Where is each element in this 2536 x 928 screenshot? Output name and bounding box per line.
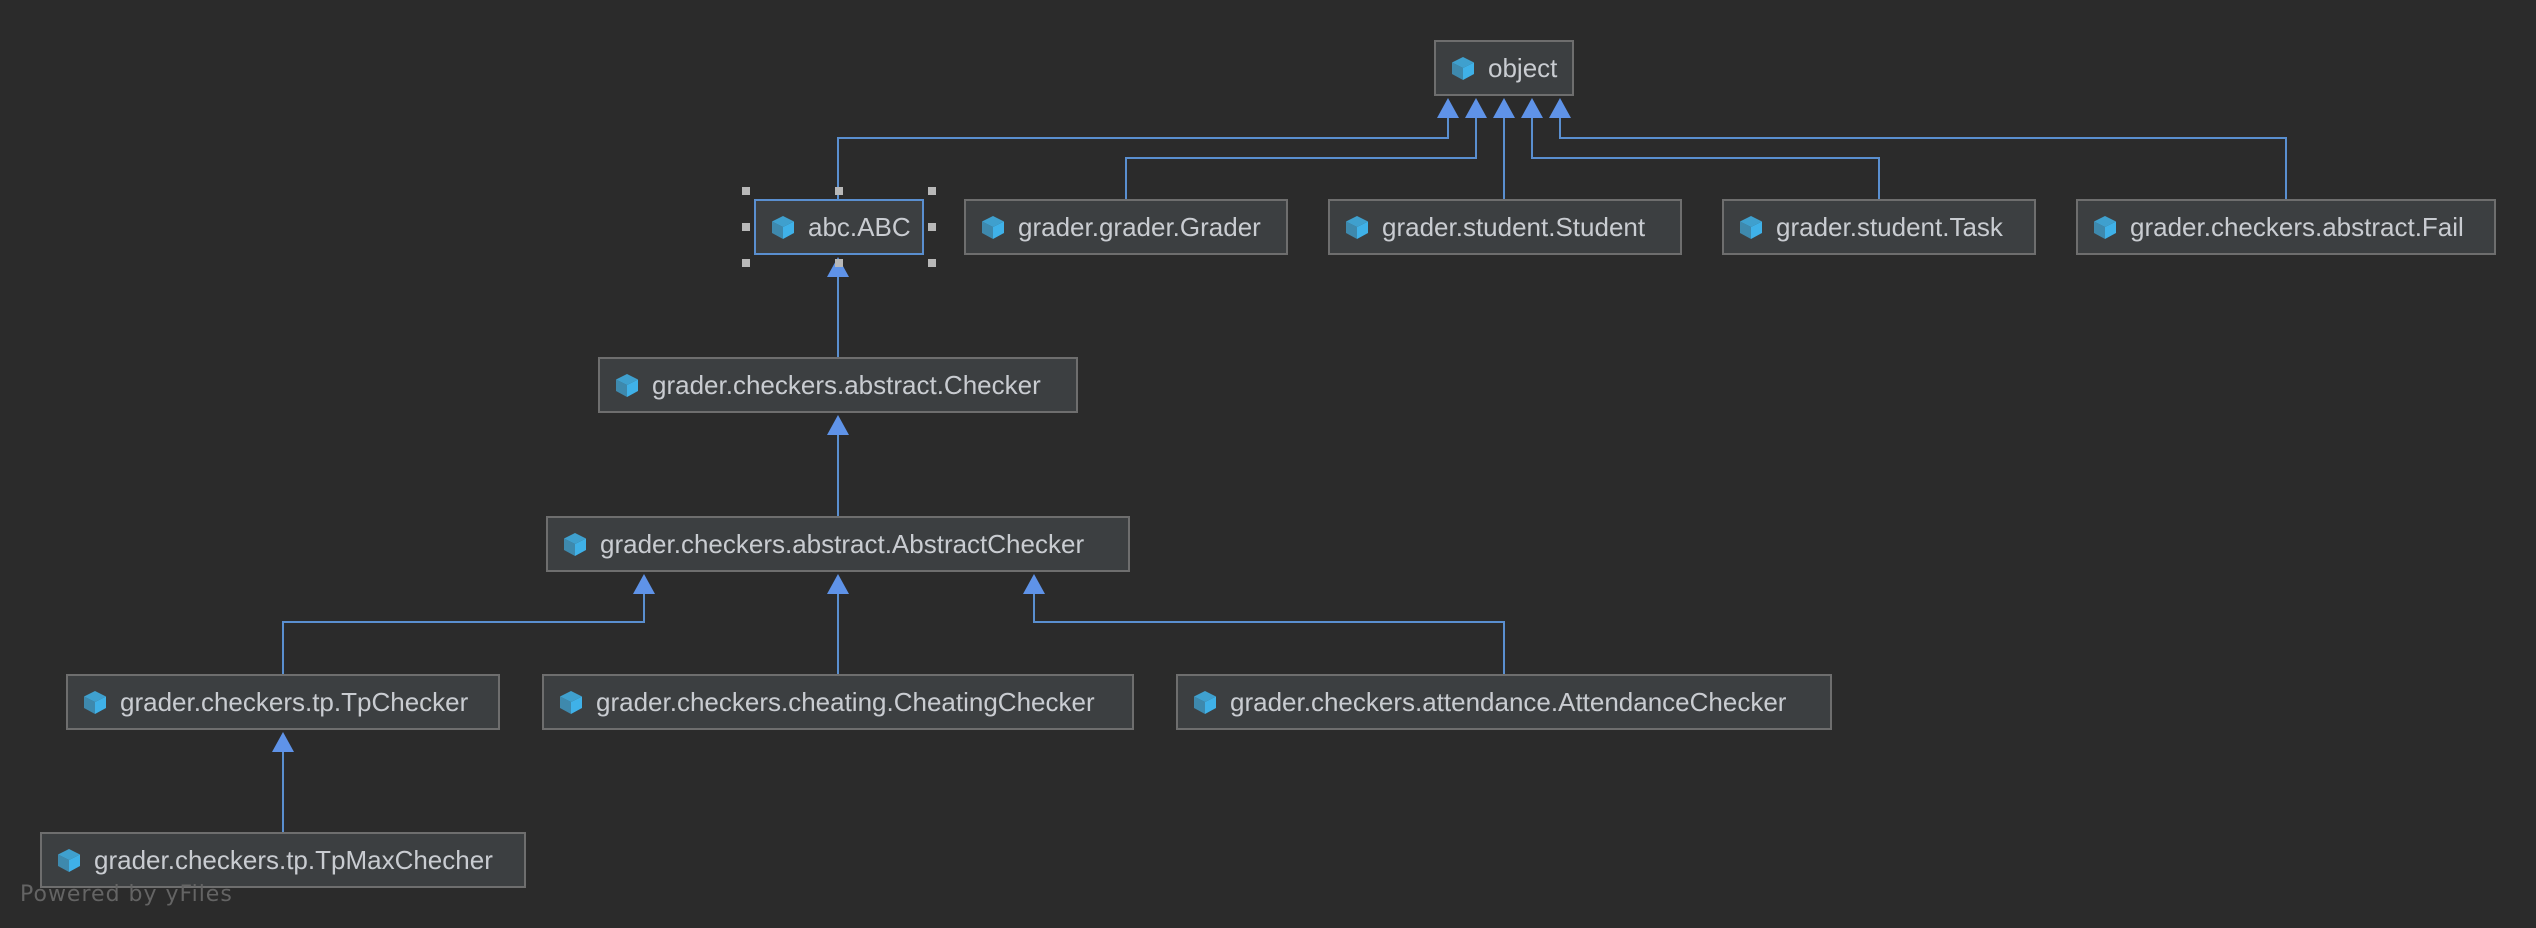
- arrowhead-abstractchecker-1: [633, 574, 655, 594]
- class-icon: [2092, 214, 2118, 240]
- class-node-grader-checkers-cheating-cheatingchecker[interactable]: grader.checkers.cheating.CheatingChecker: [542, 674, 1134, 730]
- edge-task-to-object: [1531, 117, 1880, 199]
- class-label: grader.checkers.cheating.CheatingChecker: [596, 686, 1095, 717]
- selection-handle-right[interactable]: [928, 223, 936, 231]
- class-icon: [562, 531, 588, 557]
- arrowhead-object-5: [1549, 98, 1571, 118]
- class-node-grader-checkers-tp-tpchecker[interactable]: grader.checkers.tp.TpChecker: [66, 674, 500, 730]
- class-node-grader-checkers-tp-tpmaxchecher[interactable]: grader.checkers.tp.TpMaxChecher: [40, 832, 526, 888]
- class-node-grader-checkers-attendance-attendancechecker[interactable]: grader.checkers.attendance.AttendanceChe…: [1176, 674, 1832, 730]
- class-node-object[interactable]: object: [1434, 40, 1574, 96]
- class-icon: [56, 847, 82, 873]
- arrowhead-object-3: [1493, 98, 1515, 118]
- class-label: grader.checkers.abstract.AbstractChecker: [600, 528, 1085, 559]
- selection-handle-bottom-left[interactable]: [742, 259, 750, 267]
- class-node-abc-abc[interactable]: abc.ABC: [754, 199, 924, 255]
- class-icon: [1344, 214, 1370, 240]
- class-node-grader-student-task[interactable]: grader.student.Task: [1722, 199, 2036, 255]
- selection-handle-bottom[interactable]: [835, 259, 843, 267]
- selection-handle-top-right[interactable]: [928, 187, 936, 195]
- class-node-grader-checkers-abstract-fail[interactable]: grader.checkers.abstract.Fail: [2076, 199, 2496, 255]
- arrowhead-object-2: [1465, 98, 1487, 118]
- class-label: grader.grader.Grader: [1018, 211, 1261, 242]
- class-icon: [558, 689, 584, 715]
- class-label: abc.ABC: [808, 211, 911, 242]
- class-node-grader-checkers-abstract-checker[interactable]: grader.checkers.abstract.Checker: [598, 357, 1078, 413]
- class-icon: [770, 214, 796, 240]
- class-node-grader-checkers-abstract-abstractchecker[interactable]: grader.checkers.abstract.AbstractChecker: [546, 516, 1130, 572]
- class-label: grader.checkers.attendance.AttendanceChe…: [1230, 686, 1787, 717]
- edge-abc-to-object: [837, 117, 1449, 199]
- class-icon: [1450, 55, 1476, 81]
- class-label: grader.student.Task: [1776, 211, 2003, 242]
- selection-handle-bottom-right[interactable]: [928, 259, 936, 267]
- arrowhead-abc: [827, 257, 849, 277]
- edge-tp-to-abstractchecker: [282, 593, 645, 674]
- edge-attendance-to-abstractchecker: [1033, 593, 1505, 674]
- selection-handle-top-left[interactable]: [742, 187, 750, 195]
- class-icon: [614, 372, 640, 398]
- watermark: Powered by yFiles: [20, 882, 233, 907]
- edge-grader-to-object: [1125, 117, 1477, 199]
- arrowhead-object-1: [1437, 98, 1459, 118]
- class-label: grader.checkers.tp.TpMaxChecher: [94, 844, 493, 875]
- class-node-grader-grader-grader[interactable]: grader.grader.Grader: [964, 199, 1288, 255]
- class-icon: [82, 689, 108, 715]
- class-icon: [1738, 214, 1764, 240]
- class-icon: [1192, 689, 1218, 715]
- arrowhead-abstractchecker-2: [827, 574, 849, 594]
- selection-handle-top[interactable]: [835, 187, 843, 195]
- edge-fail-to-object: [1559, 117, 2287, 199]
- class-node-grader-student-student[interactable]: grader.student.Student: [1328, 199, 1682, 255]
- class-label: object: [1488, 52, 1558, 83]
- class-label: grader.checkers.abstract.Checker: [652, 369, 1041, 400]
- class-icon: [980, 214, 1006, 240]
- selection-handle-left[interactable]: [742, 223, 750, 231]
- arrowhead-abstractchecker-3: [1023, 574, 1045, 594]
- class-label: grader.checkers.tp.TpChecker: [120, 686, 469, 717]
- class-label: grader.student.Student: [1382, 211, 1646, 242]
- arrowhead-checker: [827, 415, 849, 435]
- arrowhead-tp: [272, 732, 294, 752]
- arrowhead-object-4: [1521, 98, 1543, 118]
- class-label: grader.checkers.abstract.Fail: [2130, 211, 2464, 242]
